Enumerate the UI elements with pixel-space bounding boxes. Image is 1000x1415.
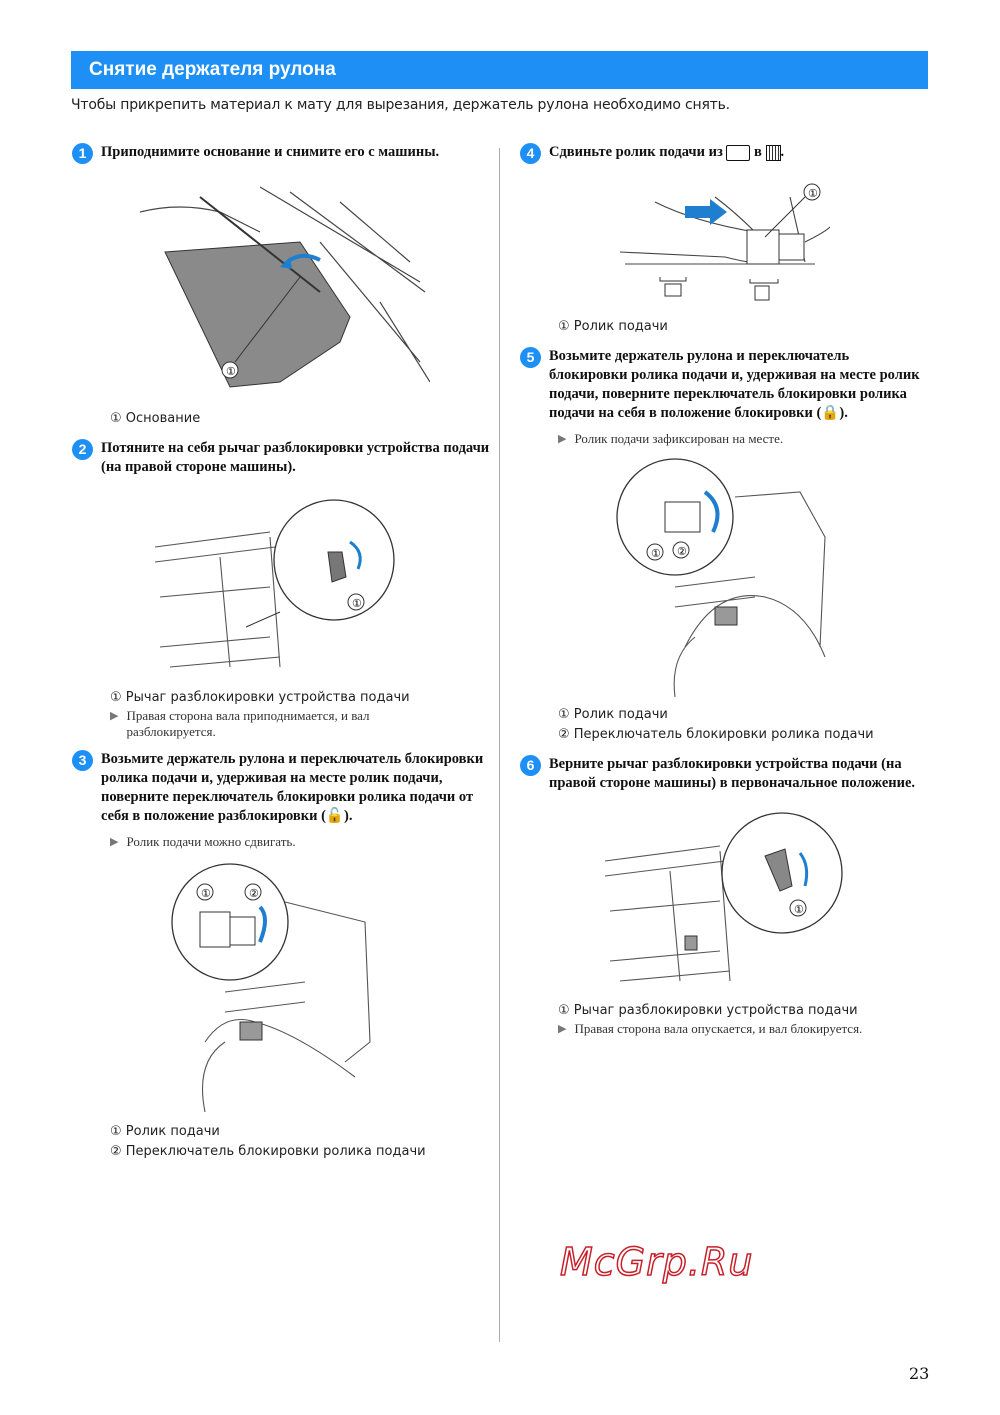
roll-position-icon xyxy=(726,144,751,161)
step-text: Возьмите держатель рулона и переключател… xyxy=(101,751,484,824)
step-text: Сдвиньте ролик подачи из в . xyxy=(549,144,785,161)
callout-1: ① xyxy=(808,188,818,200)
result-note: ▶Ролик подачи можно сдвигать. xyxy=(110,834,296,849)
label: ① Основание xyxy=(110,411,201,426)
section-title: Снятие держателя рулона xyxy=(89,59,336,80)
step-number: 2 xyxy=(72,439,93,460)
callout-1: ① xyxy=(201,888,211,900)
step-4: 4 Сдвиньте ролик подачи из в . xyxy=(520,143,925,164)
callout-1: ① xyxy=(651,548,661,560)
arrow-right-icon: ▶ xyxy=(558,433,567,445)
step-number: 1 xyxy=(72,143,93,164)
arrow-right-icon: ▶ xyxy=(110,836,119,848)
step-text: Возьмите держатель рулона и переключател… xyxy=(549,348,920,421)
callout-1: ① xyxy=(352,598,362,610)
arrow-right-icon: ▶ xyxy=(110,710,119,722)
label: ② Переключатель блокировки ролика подачи xyxy=(558,727,874,742)
step-3: 3 Возьмите держатель рулона и переключат… xyxy=(72,750,492,826)
illustration-release-lever: ① xyxy=(154,499,395,668)
label: ① Ролик подачи xyxy=(558,707,668,722)
page-number: 23 xyxy=(909,1364,930,1383)
result-note: ▶Правая сторона вала опускается, и вал б… xyxy=(558,1021,863,1036)
callout-1: ① xyxy=(794,904,804,916)
label: ① Рычаг разблокировки устройства подачи xyxy=(110,690,410,705)
step-2: 2 Потяните на себя рычаг разблокировки у… xyxy=(72,439,492,477)
step-6: 6 Верните рычаг разблокировки устройства… xyxy=(520,755,925,793)
watermark: McGrp.Ru xyxy=(559,1239,754,1285)
callout-2: ② xyxy=(249,888,259,900)
label: ① Рычаг разблокировки устройства подачи xyxy=(558,1003,858,1018)
step-number: 6 xyxy=(520,755,541,776)
step-number: 4 xyxy=(520,143,541,164)
intro-text: Чтобы прикрепить материал к мату для выр… xyxy=(71,97,730,113)
callout-2: ② xyxy=(677,546,687,558)
illustration-slide-roller: ① xyxy=(619,183,830,301)
step-text: Приподнимите основание и снимите его с м… xyxy=(101,144,440,160)
callout-1: ① xyxy=(226,366,236,378)
step-1: 1 Приподнимите основание и снимите его с… xyxy=(72,143,492,164)
label: ② Переключатель блокировки ролика подачи xyxy=(110,1144,426,1159)
left-column: 1 Приподнимите основание и снимите его с… xyxy=(72,143,492,1162)
result-note: ▶Правая сторона вала приподнимается, и в… xyxy=(110,708,370,739)
illustration-return-lever: ① xyxy=(604,812,843,982)
lock-icon: 🔒 xyxy=(821,405,840,421)
step-text: Верните рычаг разблокировки устройства п… xyxy=(549,756,916,791)
illustration-unlock-switch: ① ② xyxy=(171,863,371,1112)
illustration-remove-base: ① xyxy=(140,186,430,388)
mat-position-icon xyxy=(765,144,781,161)
section-header: Снятие держателя рулона xyxy=(71,51,928,89)
label: ① Ролик подачи xyxy=(558,319,668,334)
label: ① Ролик подачи xyxy=(110,1124,220,1139)
right-column: 4 Сдвиньте ролик подачи из в . ① ① Ролик… xyxy=(520,143,925,1037)
step-text: Потяните на себя рычаг разблокировки уст… xyxy=(101,440,490,475)
unlock-icon: 🔓 xyxy=(325,808,344,824)
step-number: 5 xyxy=(520,347,541,368)
illustration-lock-switch: ① ② xyxy=(616,458,826,697)
step-5: 5 Возьмите держатель рулона и переключат… xyxy=(520,347,925,423)
result-note: ▶Ролик подачи зафиксирован на месте. xyxy=(558,431,784,446)
arrow-right-icon: ▶ xyxy=(558,1023,567,1035)
step-number: 3 xyxy=(72,750,93,771)
column-divider xyxy=(499,148,500,1342)
